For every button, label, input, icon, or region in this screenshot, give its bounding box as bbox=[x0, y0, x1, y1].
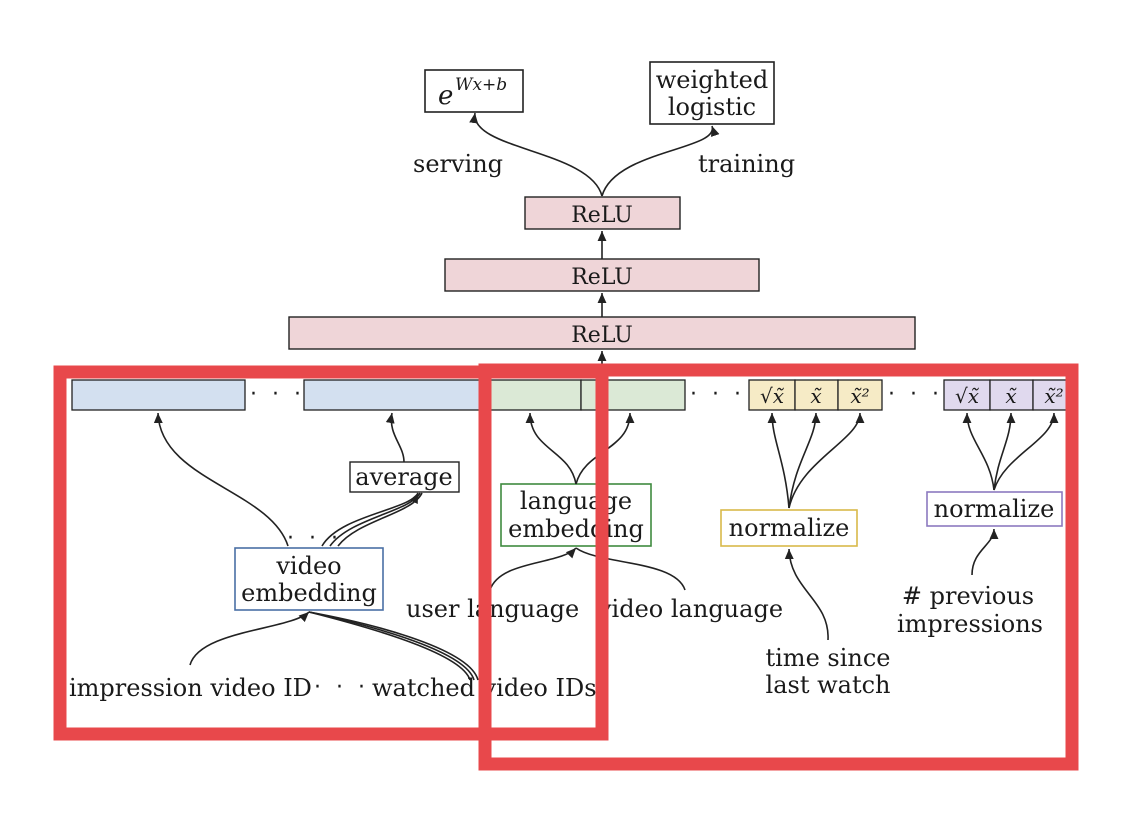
prev-impressions-line2: impressions bbox=[897, 610, 1043, 638]
normalize-time-label: normalize bbox=[729, 514, 850, 542]
language-embedding-line1: language bbox=[520, 487, 632, 515]
serving-formula-exponent: Wx+b bbox=[455, 75, 507, 95]
time-sqrt-label: √x̃ bbox=[760, 384, 785, 408]
normalize-time-to-sqrt bbox=[767, 412, 790, 509]
normalize-impr-to-sqrt bbox=[962, 412, 995, 491]
training-edge bbox=[601, 125, 720, 197]
video-embed-to-cell1 bbox=[153, 412, 289, 547]
time-cells-ellipsis: · · · bbox=[888, 382, 943, 407]
serving-formula-base: e bbox=[438, 81, 453, 111]
highlight-box-right bbox=[478, 363, 1079, 771]
training-output-line2: logistic bbox=[668, 93, 756, 121]
prev-impressions-edge bbox=[971, 528, 999, 576]
normalize-impr-to-sq bbox=[993, 412, 1059, 491]
video-embedding-cell-1 bbox=[71, 379, 246, 411]
video-embedding-ellipsis: · · · bbox=[287, 526, 342, 551]
watched-to-video-embed-3 bbox=[308, 611, 471, 681]
prev-impressions-line1: # previous bbox=[902, 582, 1034, 610]
language-cells-ellipsis: · · · bbox=[690, 382, 745, 407]
training-output-line1: weighted bbox=[656, 66, 768, 94]
impr-sq-label: x̃² bbox=[1044, 384, 1063, 408]
time-since-line1: time since bbox=[765, 644, 890, 672]
highlight-box-left bbox=[53, 365, 609, 741]
language-embedding-cell-1 bbox=[479, 379, 582, 411]
impr-x-label: x̃ bbox=[1005, 384, 1017, 408]
time-sq-cell bbox=[837, 379, 883, 411]
average-label: average bbox=[355, 463, 452, 491]
average-to-cell2 bbox=[385, 412, 405, 463]
impr-x-cell bbox=[989, 379, 1034, 411]
time-since-edge bbox=[784, 548, 829, 641]
impr-sqrt-label: √x̃ bbox=[955, 384, 980, 408]
serving-output-box: e Wx+b bbox=[424, 69, 524, 113]
user-language-label: user language bbox=[406, 595, 579, 623]
impression-to-video-embed bbox=[189, 611, 310, 666]
time-x-label: x̃ bbox=[810, 384, 822, 408]
impr-sqrt-cell bbox=[943, 379, 991, 411]
relu-layer-middle: ReLU bbox=[444, 258, 760, 292]
video-embedding-cell-2 bbox=[303, 379, 481, 411]
normalize-time-box: normalize bbox=[720, 509, 858, 547]
normalize-impressions-box: normalize bbox=[926, 491, 1063, 527]
relu-bottom-label: ReLU bbox=[571, 323, 633, 348]
video-embedding-line2: embedding bbox=[241, 579, 377, 607]
language-embed-to-cell1 bbox=[525, 412, 577, 485]
relu-layer-top: ReLU bbox=[524, 196, 681, 230]
impression-video-id-label: impression video ID bbox=[69, 674, 312, 702]
video-cells-ellipsis: · · · bbox=[250, 382, 305, 407]
training-output-box: weighted logistic bbox=[649, 61, 775, 125]
video-embed-to-average-3 bbox=[337, 492, 423, 547]
serving-label: serving bbox=[413, 150, 503, 178]
video-embedding-box: video embedding bbox=[234, 547, 384, 611]
normalize-time-to-x bbox=[788, 412, 821, 509]
video-embed-to-average-1 bbox=[321, 492, 419, 547]
language-embedding-box: language embedding bbox=[500, 483, 652, 547]
time-since-line2: last watch bbox=[766, 671, 891, 699]
video-ids-ellipsis: · · · bbox=[314, 675, 369, 700]
language-embedding-line2: embedding bbox=[508, 515, 644, 543]
relu-middle-label: ReLU bbox=[571, 265, 633, 290]
relu-top-label: ReLU bbox=[571, 203, 633, 228]
training-label: training bbox=[698, 150, 795, 178]
normalize-time-to-sq bbox=[788, 412, 865, 509]
normalize-impr-to-x bbox=[993, 412, 1016, 491]
user-language-edge bbox=[489, 547, 577, 591]
video-language-edge bbox=[575, 547, 686, 591]
video-embed-to-average-2 bbox=[329, 492, 421, 547]
video-embedding-line1: video bbox=[275, 552, 341, 580]
video-language-label: video language bbox=[597, 595, 783, 623]
normalize-impressions-label: normalize bbox=[934, 495, 1055, 523]
serving-edge bbox=[469, 112, 603, 197]
relu-layer-bottom: ReLU bbox=[288, 316, 916, 350]
time-sq-label: x̃² bbox=[850, 384, 869, 408]
average-box: average bbox=[349, 461, 460, 493]
